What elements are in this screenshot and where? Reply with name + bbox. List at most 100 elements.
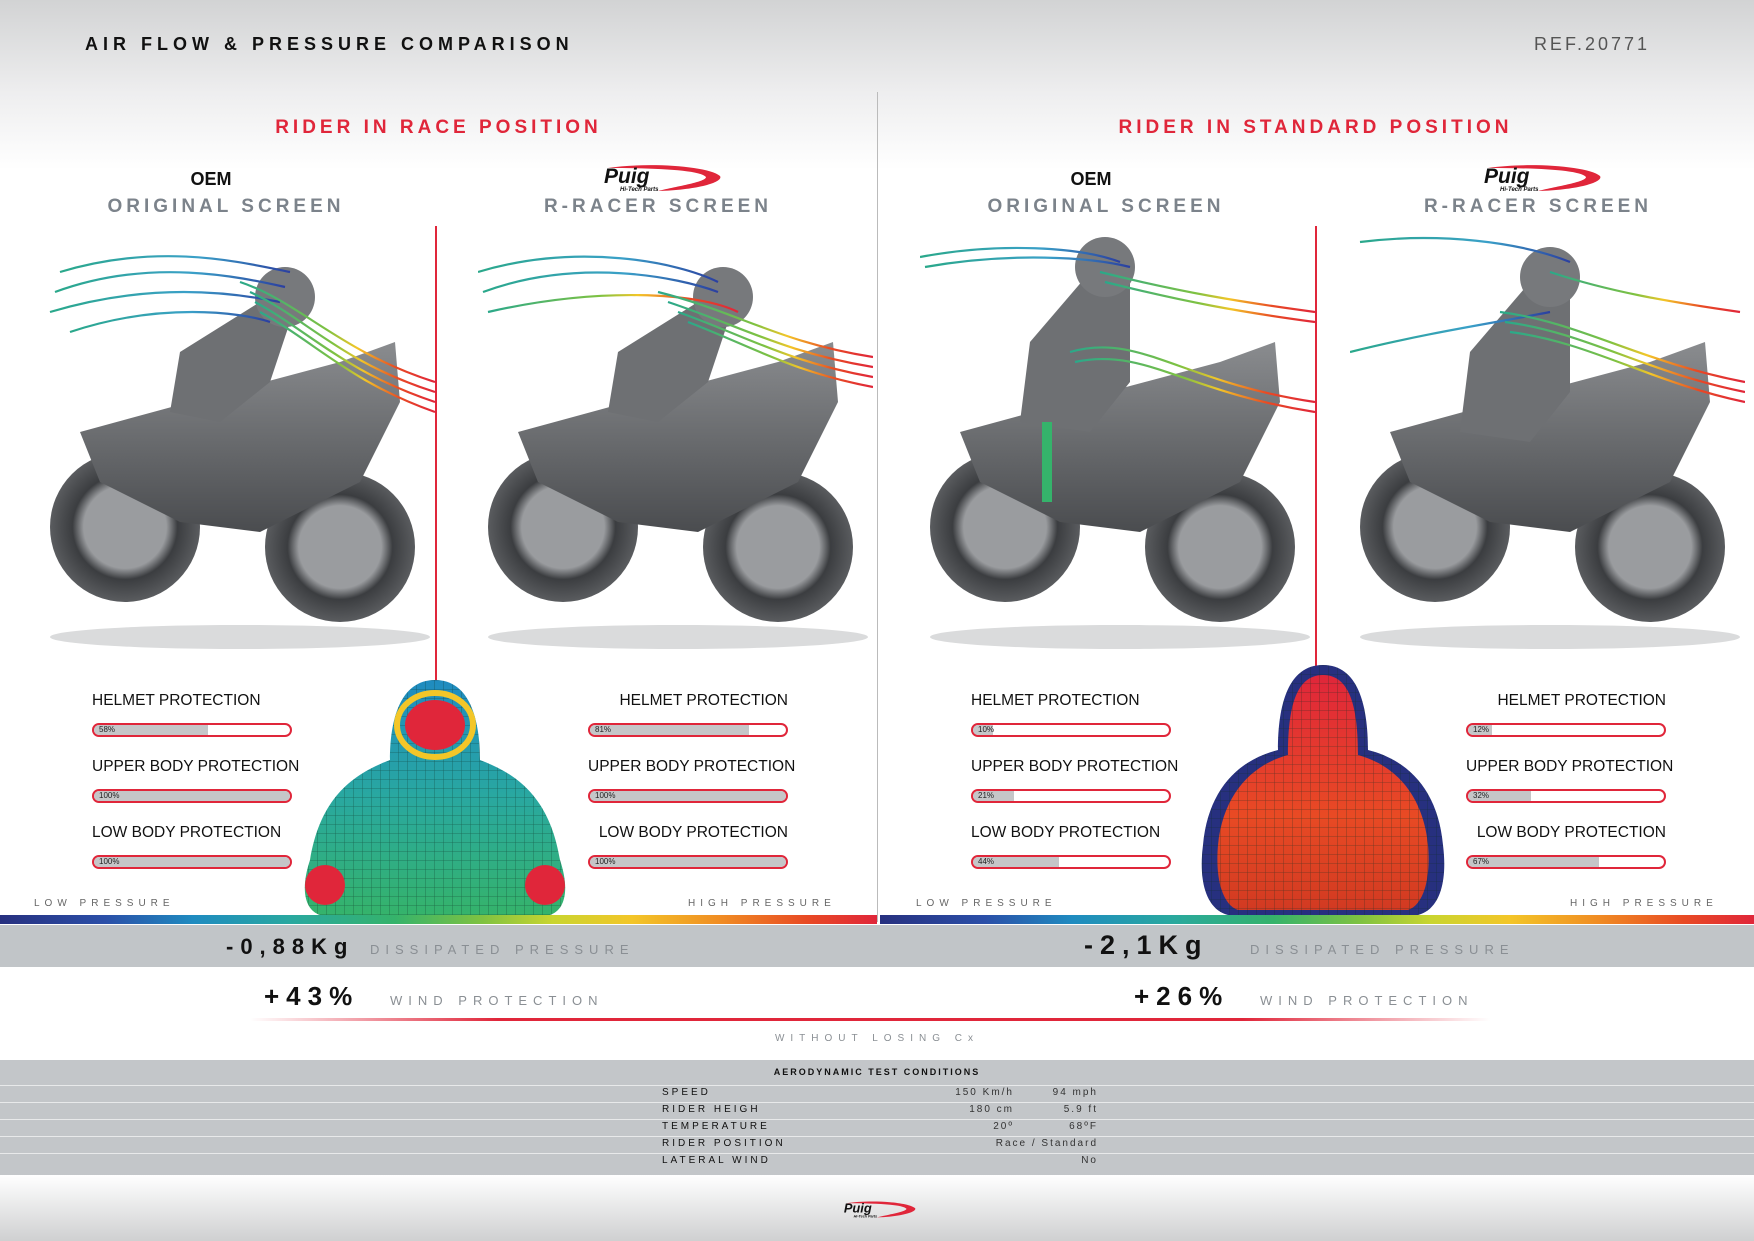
condition-metric: 150 Km/h <box>955 1087 1014 1098</box>
protection-standard-oem-helmet: HELMET PROTECTION 10% <box>971 691 1171 737</box>
protection-label: HELMET PROTECTION <box>619 692 788 709</box>
protection-label: LOW BODY PROTECTION <box>598 824 788 841</box>
protection-bar-fill <box>1468 725 1492 735</box>
protection-standard-puig-low: LOW BODY PROTECTION 67% <box>1466 823 1666 869</box>
protection-bar: 81% <box>588 723 788 737</box>
protection-bar: 32% <box>1466 789 1666 803</box>
condition-label: RIDER POSITION <box>662 1138 786 1149</box>
wind-protection-value-race: +43% <box>264 981 360 1011</box>
center-divider <box>877 92 878 922</box>
protection-bar-fill <box>94 857 290 867</box>
footer-puig-logo: Puig Hi-Tech Parts <box>834 1199 920 1226</box>
protection-race-puig-upper: UPPER BODY PROTECTION 100% <box>588 757 796 803</box>
protection-bar: 100% <box>92 855 292 869</box>
protection-percent: 58% <box>99 725 116 734</box>
protection-bar-fill <box>590 725 749 735</box>
protection-bar: 67% <box>1466 855 1666 869</box>
test-conditions-title: AERODYNAMIC TEST CONDITIONS <box>773 1067 981 1077</box>
low-pressure-label: LOW PRESSURE <box>916 898 1057 909</box>
protection-bar: 100% <box>588 789 788 803</box>
screen-label: ORIGINAL SCREEN <box>107 196 345 217</box>
high-pressure-label: HIGH PRESSURE <box>1570 898 1718 909</box>
condition-imperial: 94 mph <box>1052 1087 1098 1098</box>
protection-bar: 44% <box>971 855 1171 869</box>
protection-race-oem-low: LOW BODY PROTECTION 100% <box>92 823 292 869</box>
footer-background <box>0 1175 1754 1241</box>
condition-imperial: 5.9 ft <box>1063 1104 1098 1115</box>
protection-label: UPPER BODY PROTECTION <box>971 758 1179 775</box>
test-condition-row-temperature: TEMPERATURE 20º 68ºF <box>0 1119 1754 1134</box>
protection-label: LOW BODY PROTECTION <box>92 824 282 841</box>
wind-protection-value-standard: +26% <box>1134 981 1230 1011</box>
protection-percent: 44% <box>978 857 995 866</box>
column-head-standard-puig: Puig Hi-Tech Parts R-RACER SCREEN <box>1328 164 1748 218</box>
screen-label: ORIGINAL SCREEN <box>987 196 1225 217</box>
dissipated-pressure-caption: DISSIPATED PRESSURE <box>370 942 635 957</box>
low-pressure-label: LOW PRESSURE <box>34 898 175 909</box>
protection-percent: 67% <box>1473 857 1490 866</box>
pressure-color-scale <box>0 915 877 924</box>
condition-imperial: 68ºF <box>1069 1121 1098 1132</box>
protection-percent: 32% <box>1473 791 1490 800</box>
protection-race-oem-helmet: HELMET PROTECTION 58% <box>92 691 292 737</box>
dissipated-pressure-value-race: -0,88Kg <box>226 934 355 959</box>
protection-standard-puig-upper: UPPER BODY PROTECTION 32% <box>1466 757 1674 803</box>
airflow-simulation-race-puig <box>477 232 874 662</box>
test-conditions-panel <box>0 1060 1754 1175</box>
cx-note: WITHOUT LOSING Cx <box>774 1033 980 1044</box>
condition-metric: 20º <box>993 1121 1014 1132</box>
section-title-race: RIDER IN RACE POSITION <box>275 117 602 138</box>
protection-bar-fill <box>973 725 993 735</box>
puig-logo-subtext: Hi-Tech Parts <box>1500 187 1539 193</box>
protection-percent: 81% <box>595 725 612 734</box>
puig-logo-subtext: Hi-Tech Parts <box>620 187 659 193</box>
protection-percent: 100% <box>99 791 120 800</box>
high-pressure-label: HIGH PRESSURE <box>688 898 836 909</box>
protection-label: UPPER BODY PROTECTION <box>1466 758 1674 775</box>
protection-bar-fill <box>1468 857 1600 867</box>
brand-oem: OEM <box>1070 169 1112 189</box>
protection-bar-fill <box>1468 791 1531 801</box>
dissipated-pressure-value-standard: -2,1Kg <box>1084 930 1209 960</box>
pressure-map-race <box>290 680 580 920</box>
protection-bar-fill <box>590 791 786 801</box>
protection-percent: 10% <box>978 725 995 734</box>
condition-label: SPEED <box>662 1087 711 1098</box>
section-title-standard: RIDER IN STANDARD POSITION <box>1118 117 1513 138</box>
puig-logo-text: Puig <box>844 1200 872 1215</box>
wind-protection-caption: WIND PROTECTION <box>390 993 604 1008</box>
protection-label: HELMET PROTECTION <box>971 692 1140 709</box>
protection-bar-fill <box>973 857 1060 867</box>
airflow-simulation-standard-oem <box>919 232 1316 662</box>
puig-logo-subtext: Hi-Tech Parts <box>854 1214 878 1218</box>
puig-logo-text: Puig <box>1484 165 1530 188</box>
protection-label: LOW BODY PROTECTION <box>971 824 1161 841</box>
protection-label: HELMET PROTECTION <box>1497 692 1666 709</box>
column-divider-standard <box>1315 226 1317 886</box>
airflow-simulation-race-oem <box>40 232 436 662</box>
pressure-color-scale <box>880 915 1754 924</box>
protection-race-oem-upper: UPPER BODY PROTECTION 100% <box>92 757 299 803</box>
condition-value: No <box>1081 1155 1098 1166</box>
protection-label: UPPER BODY PROTECTION <box>588 758 796 775</box>
protection-bar-fill <box>94 725 208 735</box>
protection-bar: 10% <box>971 723 1171 737</box>
pressure-map-standard <box>1193 665 1453 920</box>
test-condition-row-lateral-wind: LATERAL WIND No <box>0 1153 1754 1168</box>
column-head-race-oem: OEM ORIGINAL SCREEN <box>16 164 436 218</box>
condition-label: TEMPERATURE <box>662 1121 770 1132</box>
page-title: AIR FLOW & PRESSURE COMPARISON <box>85 34 574 54</box>
condition-value: Race / Standard <box>995 1138 1098 1149</box>
protection-percent: 21% <box>978 791 995 800</box>
column-divider-race <box>435 226 437 886</box>
protection-standard-oem-upper: UPPER BODY PROTECTION 21% <box>971 757 1179 803</box>
protection-percent: 100% <box>595 857 616 866</box>
puig-logo-text: Puig <box>604 165 650 188</box>
condition-label: RIDER HEIGH <box>662 1104 761 1115</box>
test-condition-row-rider-heigh: RIDER HEIGH 180 cm 5.9 ft <box>0 1102 1754 1117</box>
protection-bar: 12% <box>1466 723 1666 737</box>
protection-bar-fill <box>94 791 290 801</box>
protection-bar: 100% <box>588 855 788 869</box>
dissipated-pressure-band <box>0 925 1754 967</box>
wind-protection-underline <box>250 1018 1490 1021</box>
